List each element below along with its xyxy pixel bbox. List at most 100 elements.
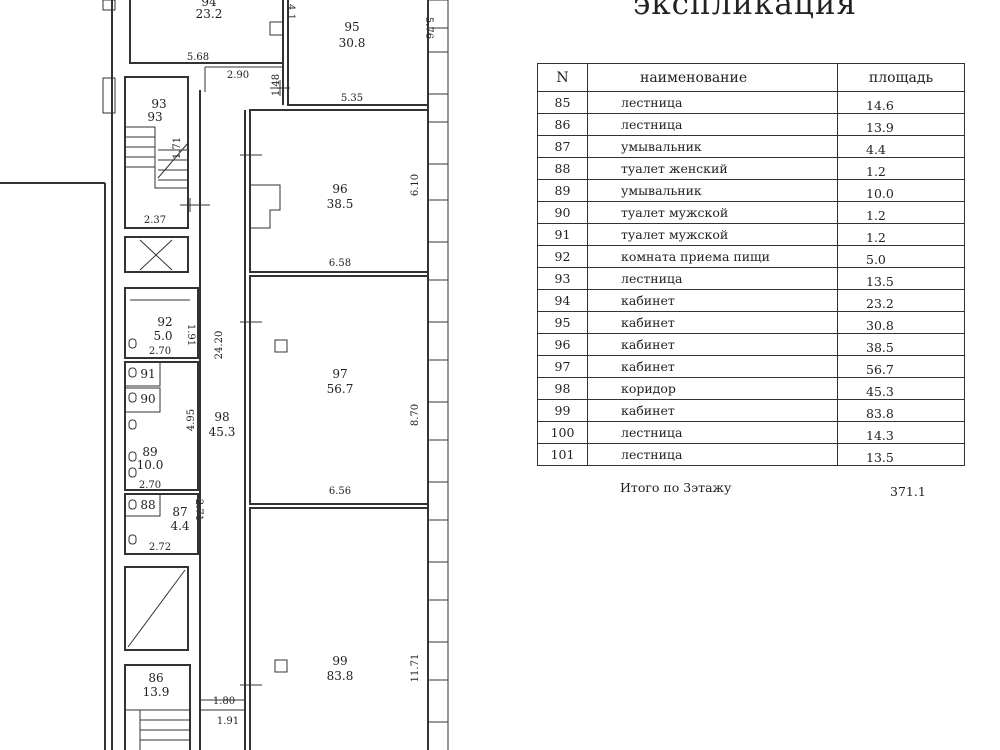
room-area: 23.2 [196, 7, 223, 21]
room-number: 97 [332, 367, 347, 381]
room-area: 56.7 [327, 382, 354, 396]
column [250, 184, 281, 229]
column [274, 339, 288, 353]
row-area: 13.5 [837, 267, 965, 290]
dimension: 5.76 [423, 17, 434, 39]
row-area: 1.2 [837, 201, 965, 224]
sink-icons [128, 338, 137, 545]
row-area: 14.3 [837, 421, 965, 444]
room-number: 96 [332, 182, 347, 196]
row-number: 99 [537, 399, 588, 422]
shaft [124, 566, 189, 651]
room-area: 93 [147, 110, 162, 124]
room-number: 92 [157, 315, 172, 329]
dimension: 4.95 [186, 409, 197, 431]
room-area: 4.4 [170, 519, 189, 533]
row-number: 97 [537, 355, 588, 378]
row-name: комната приема пищи [587, 245, 838, 268]
row-name: кабинет [587, 355, 838, 378]
table-header-row: N наименование площадь [537, 63, 965, 92]
room-number: 98 [214, 410, 229, 424]
row-number: 95 [537, 311, 588, 334]
room-labels: 94 23.2 95 30.8 93 93 96 38.5 97 56.7 98… [137, 0, 366, 699]
dimension: 1.71 [172, 137, 183, 159]
room-area: 45.3 [209, 425, 236, 439]
row-number: 98 [537, 377, 588, 400]
row-name: лестница [587, 421, 838, 444]
row-name: лестница [587, 113, 838, 136]
dimension: 1.48 [271, 74, 282, 96]
room-number: 94 [201, 0, 217, 9]
dimension: 6.56 [329, 486, 351, 497]
header-area: площадь [837, 63, 965, 92]
header-n: N [537, 63, 588, 92]
stairs-icon [125, 709, 190, 750]
header-name: наименование [587, 63, 838, 92]
row-area: 83.8 [837, 399, 965, 422]
row-area: 38.5 [837, 333, 965, 356]
shaft-diagonal [127, 569, 186, 648]
row-number: 86 [537, 113, 588, 136]
row-name: лестница [587, 267, 838, 290]
door-marks [180, 80, 290, 692]
dimension: 1.91 [185, 324, 196, 346]
column [274, 659, 288, 673]
window [102, 77, 116, 114]
row-area: 1.2 [837, 157, 965, 180]
dimension: 4.1 [285, 4, 296, 20]
dimension: 1.80 [213, 696, 235, 707]
row-number: 91 [537, 223, 588, 246]
dimension: 24.20 [214, 331, 225, 360]
row-name: туалет мужской [587, 201, 838, 224]
row-name: лестница [587, 443, 838, 466]
wall [200, 699, 245, 711]
total-value: 371.1 [890, 484, 926, 499]
room-area: 10.0 [137, 458, 164, 472]
row-number: 90 [537, 201, 588, 224]
room-area: 83.8 [327, 669, 354, 683]
dimension: 5.68 [187, 52, 209, 63]
room-96-walls [249, 109, 429, 273]
row-area: 1.2 [837, 223, 965, 246]
dimension-labels: 4.1 5.68 2.90 1.48 5.76 5.35 1.71 2.37 6… [139, 4, 434, 727]
elevator-cross-icon [139, 239, 173, 271]
room-number: 93 [151, 97, 166, 111]
row-area: 23.2 [837, 289, 965, 312]
row-name: кабинет [587, 311, 838, 334]
row-name: туалет мужской [587, 223, 838, 246]
row-name: умывальник [587, 135, 838, 158]
row-number: 88 [537, 157, 588, 180]
elevator [124, 236, 189, 273]
dimension: 8.70 [410, 404, 421, 426]
stairs-icon [125, 126, 189, 189]
dimension: 2.37 [144, 215, 166, 226]
row-number: 89 [537, 179, 588, 202]
row-number: 94 [537, 289, 588, 312]
dimension: 2.72 [149, 542, 171, 553]
room-number: 91 [140, 367, 155, 381]
row-number: 96 [537, 333, 588, 356]
dimension: 5.35 [341, 93, 363, 104]
room-number: 89 [142, 445, 157, 459]
row-number: 87 [537, 135, 588, 158]
room-number: 90 [140, 392, 155, 406]
room-area: 38.5 [327, 197, 354, 211]
row-number: 101 [537, 443, 588, 466]
row-area: 13.9 [837, 113, 965, 136]
row-area: 56.7 [837, 355, 965, 378]
